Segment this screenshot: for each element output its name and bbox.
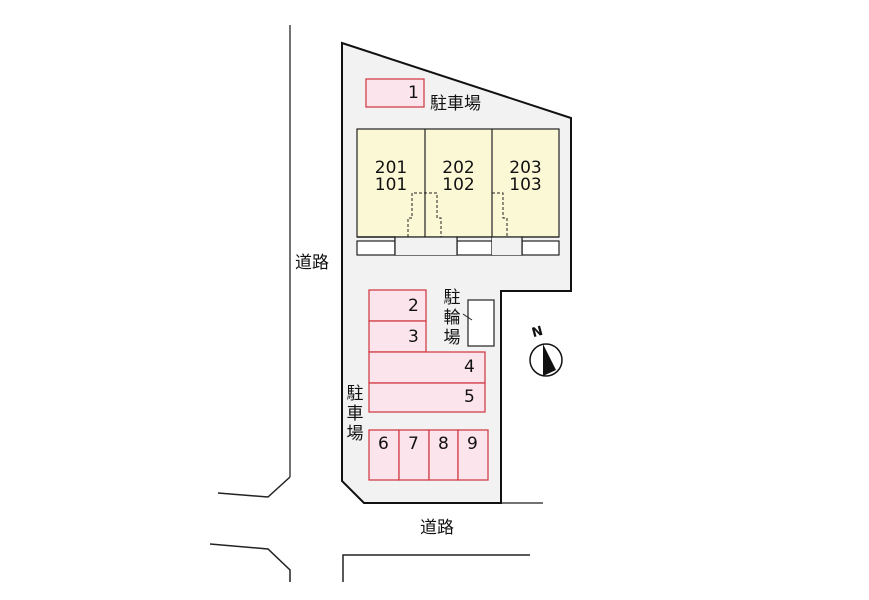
parking-label-char: 車: [346, 404, 364, 424]
bicycle-label-char: 場: [443, 328, 461, 348]
bicycle-parking-label: 駐 輪 場: [443, 288, 461, 348]
parking-number-4: 4: [464, 357, 475, 377]
parking-label-char: 駐: [346, 384, 364, 404]
parking-label-left: 駐 車 場: [346, 384, 364, 444]
unit-number-upper: 202: [442, 158, 475, 178]
road-label-west: 道路: [295, 253, 329, 273]
road-edge-corner-bottom: [209, 543, 291, 582]
building: [356, 128, 560, 256]
unit-3: 203 103: [492, 160, 559, 194]
north-arrow-icon: [529, 343, 563, 377]
bicycle-label-char: 輪: [443, 308, 461, 328]
road-edge-corner-top: [217, 476, 291, 498]
unit-number-lower: 103: [509, 175, 542, 195]
bicycle-parking-area: [467, 299, 495, 347]
parking-space-6: [368, 429, 400, 481]
parking-number-3: 3: [408, 327, 419, 347]
parking-space-2: [368, 289, 427, 322]
parking-label-top: 駐車場: [430, 94, 481, 114]
parking-space-8: [428, 429, 459, 481]
parking-number-9: 9: [467, 434, 478, 454]
parking-space-1: [365, 78, 425, 108]
unit-2: 202 102: [425, 160, 492, 194]
parking-space-3: [368, 320, 427, 353]
unit-number-lower: 102: [442, 175, 475, 195]
parking-number-8: 8: [438, 434, 449, 454]
unit-1: 201 101: [357, 160, 425, 194]
parking-number-1: 1: [408, 83, 419, 103]
parking-number-7: 7: [408, 434, 419, 454]
unit-number-upper: 203: [509, 158, 542, 178]
parking-space-9: [457, 429, 489, 481]
road-edge-south: [342, 554, 530, 582]
bicycle-label-char: 駐: [443, 288, 461, 308]
bicycle-parking-leader: [462, 313, 473, 321]
parking-label-char: 場: [346, 424, 364, 444]
parking-number-6: 6: [378, 434, 389, 454]
road-label-south: 道路: [420, 518, 454, 538]
parking-number-5: 5: [464, 387, 475, 407]
unit-number-upper: 201: [374, 158, 408, 178]
parking-space-5: [368, 382, 486, 413]
unit-number-lower: 101: [374, 175, 408, 195]
parking-number-2: 2: [408, 296, 419, 316]
